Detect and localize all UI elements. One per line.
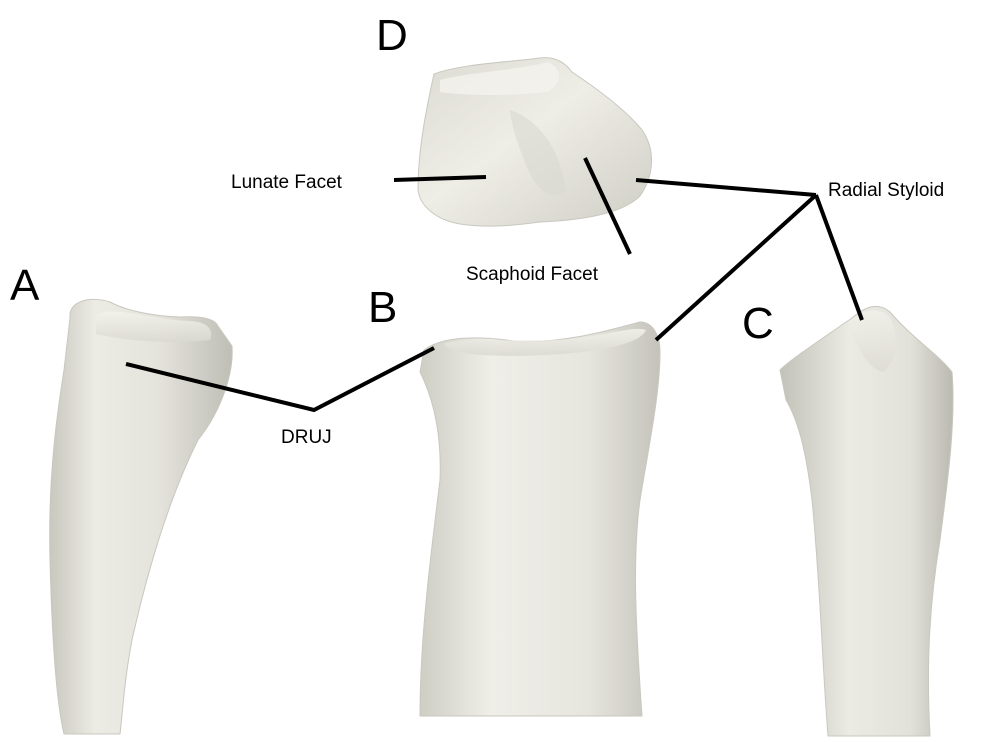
radial-styloid-leader-b [656,195,816,340]
bone-c [780,306,953,736]
radial-styloid-leader-c [816,195,862,320]
bone-d [418,58,652,226]
bone-a [50,299,233,734]
panel-label-a: A [10,261,40,310]
panel-label-d: D [376,11,408,60]
scaphoid-facet-label: Scaphoid Facet [466,264,599,285]
radial-styloid-leader-d [636,180,816,195]
radial-styloid-label: Radial Styloid [828,180,944,201]
panel-label-b: B [368,283,397,332]
druj-label: DRUJ [281,427,332,448]
lunate-facet-label: Lunate Facet [231,172,343,193]
panel-label-c: C [742,299,774,348]
bone-b [420,322,660,716]
